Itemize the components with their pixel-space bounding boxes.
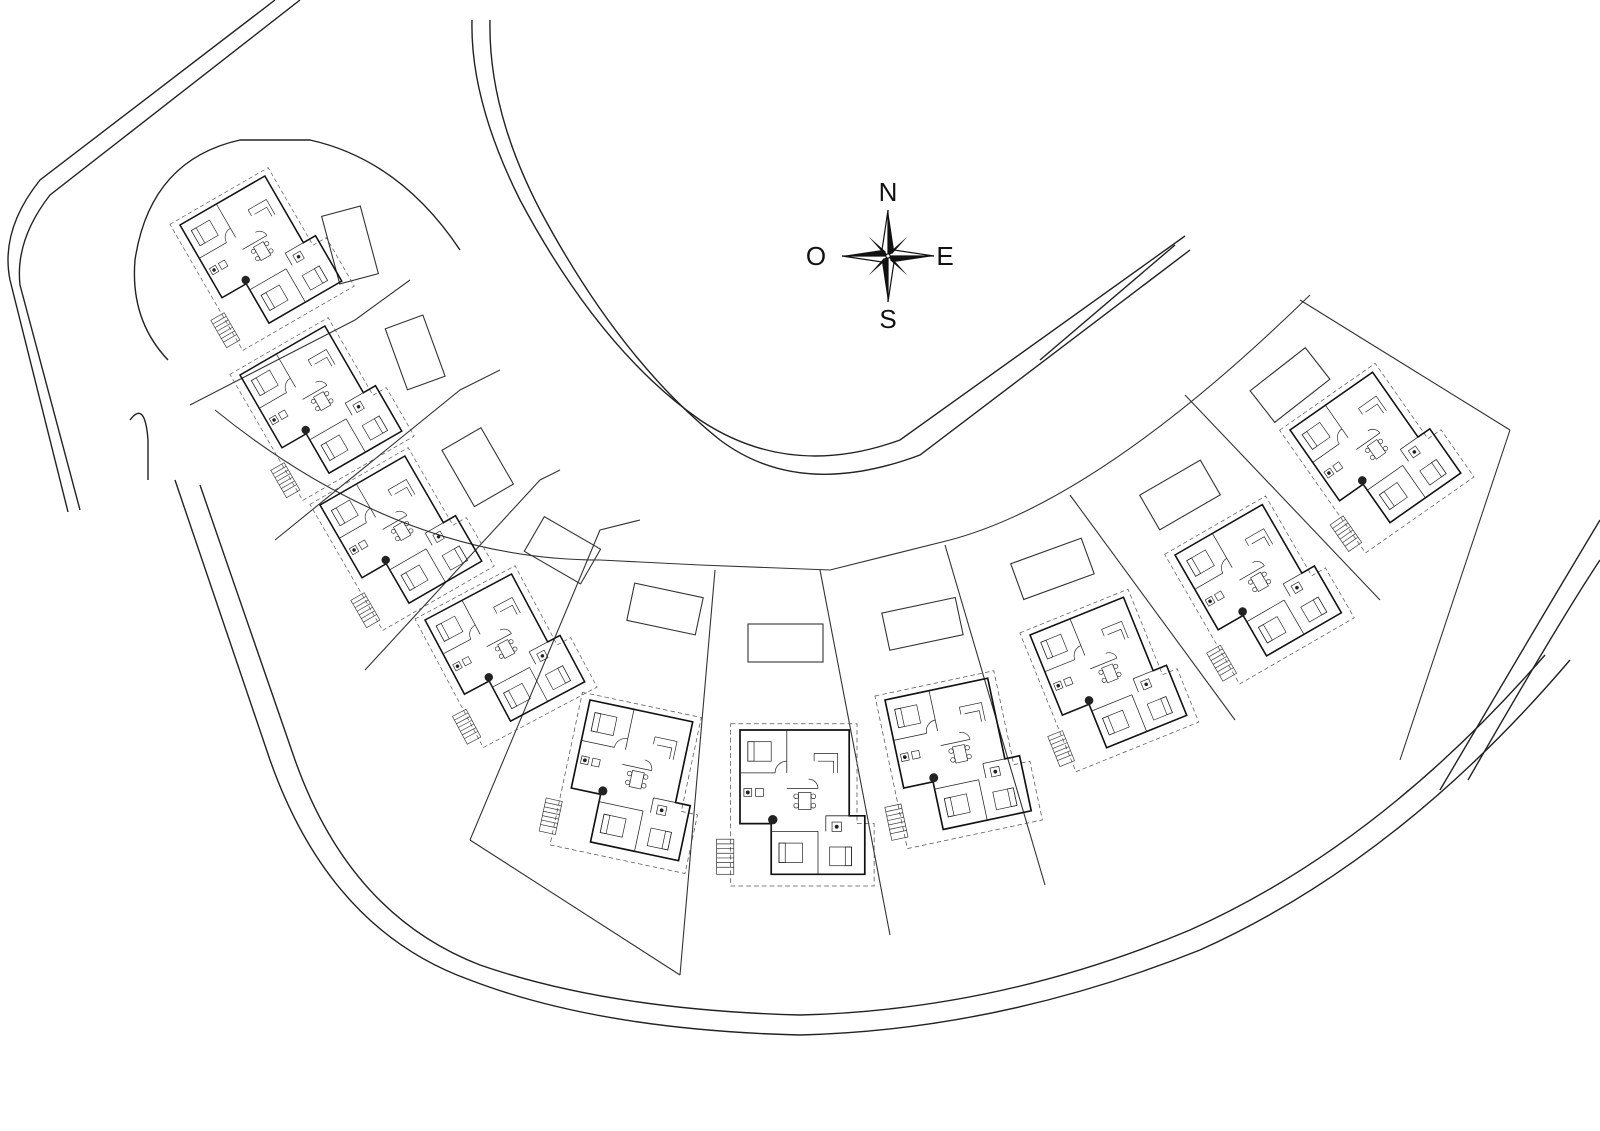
compass-east-label: E <box>936 241 953 271</box>
parking-pads <box>320 205 1331 663</box>
compass-star-icon <box>841 209 935 303</box>
villa-8 <box>1007 582 1200 778</box>
compass-south-label: S <box>879 304 896 334</box>
compass-north-label: N <box>879 177 898 207</box>
villa-4 <box>403 557 598 755</box>
compass-west-label: O <box>806 241 826 271</box>
villa-7 <box>860 666 1044 853</box>
villa-3 <box>298 439 496 638</box>
compass-rose: N S E O <box>806 177 954 334</box>
lot-boundaries <box>189 279 1511 976</box>
villa-5 <box>535 688 719 875</box>
villa-6 <box>715 722 876 887</box>
road-lines <box>7 0 1600 1036</box>
villa-10 <box>1268 353 1475 562</box>
villa-9 <box>1152 487 1356 692</box>
